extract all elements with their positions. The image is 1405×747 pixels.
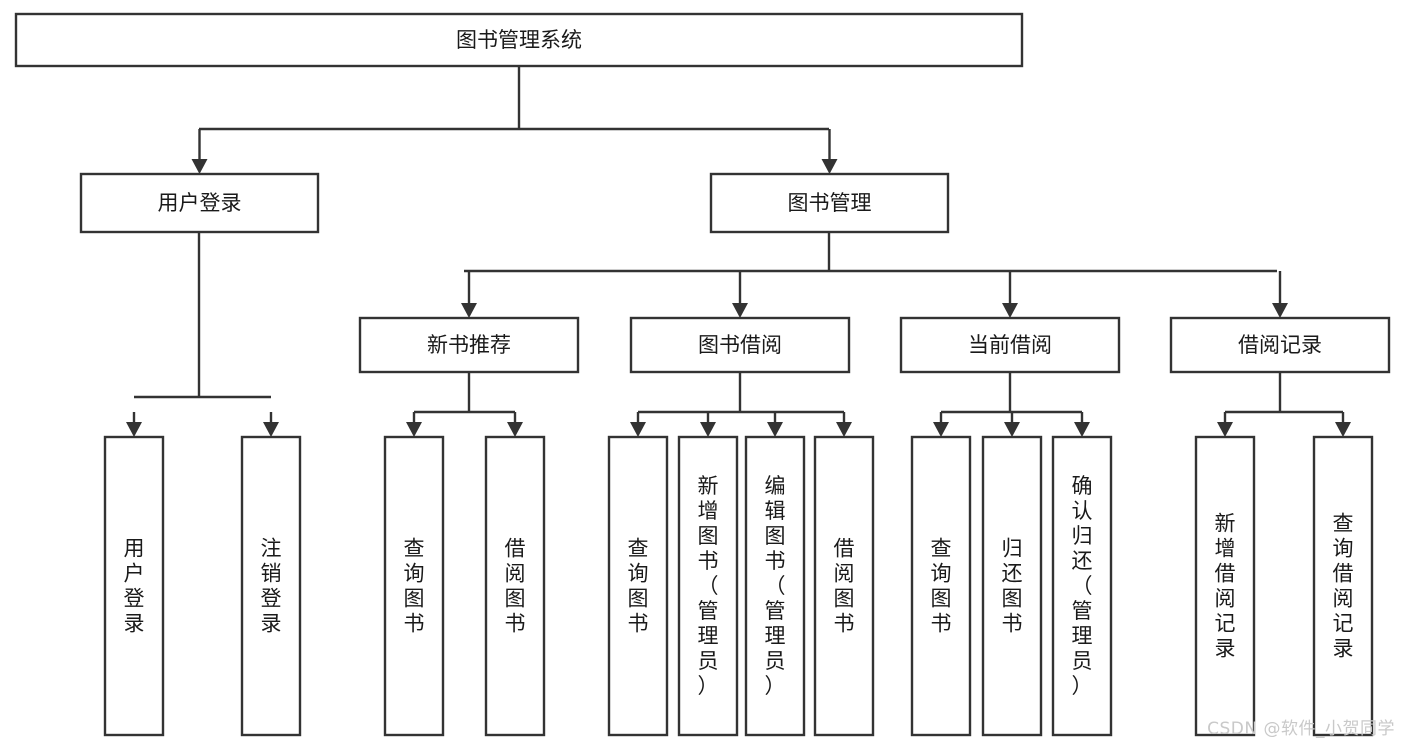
- node-leaf-edit-book[interactable]: 编辑图书（管理员）: [744, 435, 806, 737]
- node-borrow-record[interactable]: 借阅记录: [1169, 316, 1391, 374]
- node-book-borrow-label: 图书借阅: [698, 333, 782, 357]
- node-boxes: 图书管理系统用户登录图书管理新书推荐图书借阅当前借阅借阅记录用户登录注销登录查询…: [14, 12, 1391, 737]
- csdn-watermark: CSDN @软件_小贺同学: [1207, 719, 1395, 739]
- node-user-login-label: 用户登录: [158, 191, 242, 215]
- arrow-to-leaf-edit-book-arrowhead: [767, 422, 783, 437]
- node-leaf-confirm-return-box[interactable]: [1051, 435, 1113, 737]
- node-leaf-borrow-book-1-box[interactable]: [484, 435, 546, 737]
- arrow-to-leaf-add-borrow-record-arrowhead: [1217, 422, 1233, 437]
- arrow-to-leaf-user-login-arrowhead: [126, 422, 142, 437]
- node-leaf-user-login-box[interactable]: [103, 435, 165, 737]
- arrow-to-leaf-user-logout-arrowhead: [263, 422, 279, 437]
- node-leaf-edit-book-label: 编辑图书（管理员）: [765, 474, 786, 698]
- arrow-to-leaf-add-book-arrowhead: [700, 422, 716, 437]
- node-leaf-query-book-2[interactable]: 查询图书: [607, 435, 669, 737]
- node-leaf-query-book-3-label: 查询图书: [931, 537, 952, 636]
- node-borrow-record-box[interactable]: [1169, 316, 1391, 374]
- arrow-to-leaf-query-book-3-arrowhead: [933, 422, 949, 437]
- node-new-book-recommend-box[interactable]: [358, 316, 580, 374]
- arrow-to-leaf-query-borrow-record-arrowhead: [1335, 422, 1351, 437]
- node-leaf-user-login[interactable]: 用户登录: [103, 435, 165, 737]
- arrow-to-leaf-borrow-book-2-arrowhead: [836, 422, 852, 437]
- node-leaf-add-book-label: 新增图书（管理员）: [698, 474, 719, 698]
- node-current-borrow-box[interactable]: [899, 316, 1121, 374]
- node-leaf-borrow-book-2[interactable]: 借阅图书: [813, 435, 875, 737]
- node-leaf-return-book[interactable]: 归还图书: [981, 435, 1043, 737]
- node-leaf-borrow-book-1-label: 借阅图书: [505, 537, 526, 636]
- node-leaf-query-borrow-record[interactable]: 查询借阅记录: [1312, 435, 1374, 737]
- node-leaf-query-book-2-box[interactable]: [607, 435, 669, 737]
- arrow-to-borrow-record-arrowhead: [1272, 303, 1288, 318]
- connector-lines: [126, 66, 1351, 437]
- node-book-management-box[interactable]: [709, 172, 950, 234]
- node-leaf-user-login-label: 用户登录: [124, 537, 145, 636]
- node-leaf-borrow-book-1[interactable]: 借阅图书: [484, 435, 546, 737]
- node-current-borrow[interactable]: 当前借阅: [899, 316, 1121, 374]
- node-book-borrow[interactable]: 图书借阅: [629, 316, 851, 374]
- node-leaf-query-book-1-box[interactable]: [383, 435, 445, 737]
- node-leaf-borrow-book-2-label: 借阅图书: [834, 537, 855, 636]
- node-leaf-return-book-box[interactable]: [981, 435, 1043, 737]
- arrow-to-new-book-recommend-arrowhead: [461, 303, 477, 318]
- node-new-book-recommend[interactable]: 新书推荐: [358, 316, 580, 374]
- node-leaf-query-book-3-box[interactable]: [910, 435, 972, 737]
- node-root-root-label: 图书管理系统: [456, 28, 582, 52]
- node-book-management[interactable]: 图书管理: [709, 172, 950, 234]
- node-root-root[interactable]: 图书管理系统: [14, 12, 1024, 68]
- arrow-to-book-management-arrowhead: [821, 159, 838, 174]
- node-leaf-query-borrow-record-box[interactable]: [1312, 435, 1374, 737]
- node-leaf-user-logout-box[interactable]: [240, 435, 302, 737]
- node-book-borrow-box[interactable]: [629, 316, 851, 374]
- arrow-to-user-login-arrowhead: [191, 159, 208, 174]
- node-leaf-query-book-2-label: 查询图书: [628, 537, 649, 636]
- node-leaf-return-book-label: 归还图书: [1002, 537, 1023, 636]
- arrow-to-book-borrow-arrowhead: [732, 303, 748, 318]
- node-leaf-add-borrow-record-box[interactable]: [1194, 435, 1256, 737]
- node-leaf-query-book-1[interactable]: 查询图书: [383, 435, 445, 737]
- node-leaf-add-book[interactable]: 新增图书（管理员）: [677, 435, 739, 737]
- arrow-to-leaf-query-book-2-arrowhead: [630, 422, 646, 437]
- node-current-borrow-label: 当前借阅: [968, 333, 1052, 357]
- node-leaf-user-logout-label: 注销登录: [261, 537, 282, 636]
- node-leaf-confirm-return[interactable]: 确认归还（管理员）: [1051, 435, 1113, 737]
- node-user-login[interactable]: 用户登录: [79, 172, 320, 234]
- node-leaf-edit-book-box[interactable]: [744, 435, 806, 737]
- node-user-login-box[interactable]: [79, 172, 320, 234]
- node-leaf-add-book-box[interactable]: [677, 435, 739, 737]
- node-leaf-add-borrow-record-label: 新增借阅记录: [1215, 512, 1236, 661]
- arrow-to-leaf-confirm-return-arrowhead: [1074, 422, 1090, 437]
- arrow-to-leaf-query-book-1-arrowhead: [406, 422, 422, 437]
- arrow-to-leaf-return-book-arrowhead: [1004, 422, 1020, 437]
- node-leaf-query-book-1-label: 查询图书: [404, 537, 425, 636]
- node-leaf-query-book-3[interactable]: 查询图书: [910, 435, 972, 737]
- node-leaf-borrow-book-2-box[interactable]: [813, 435, 875, 737]
- node-borrow-record-label: 借阅记录: [1238, 333, 1322, 357]
- node-leaf-confirm-return-label: 确认归还（管理员）: [1072, 474, 1093, 698]
- node-new-book-recommend-label: 新书推荐: [427, 333, 511, 357]
- node-leaf-add-borrow-record[interactable]: 新增借阅记录: [1194, 435, 1256, 737]
- node-root-root-box[interactable]: [14, 12, 1024, 68]
- node-book-management-label: 图书管理: [788, 191, 872, 215]
- node-leaf-query-borrow-record-label: 查询借阅记录: [1333, 512, 1354, 661]
- node-leaf-user-logout[interactable]: 注销登录: [240, 435, 302, 737]
- arrow-to-current-borrow-arrowhead: [1002, 303, 1018, 318]
- arrow-to-leaf-borrow-book-1-arrowhead: [507, 422, 523, 437]
